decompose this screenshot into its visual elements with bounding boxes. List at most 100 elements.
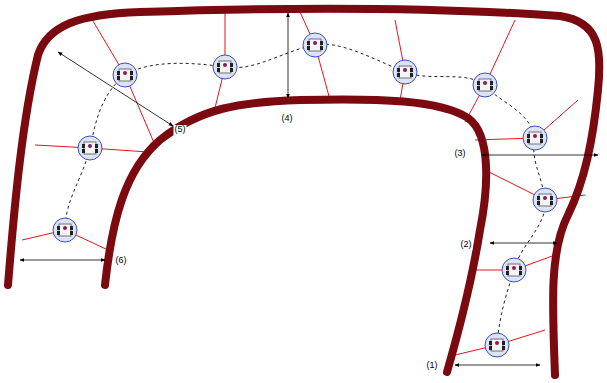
robot — [53, 218, 77, 242]
robot-wheel — [489, 346, 492, 350]
robot-wheel — [540, 134, 543, 138]
robot-wheel — [506, 271, 509, 275]
robot-wheel — [320, 41, 323, 45]
robot — [502, 258, 526, 282]
robot-body — [119, 69, 131, 81]
robot-path — [65, 44, 545, 345]
robot-wheel — [82, 149, 85, 153]
inner-wall — [105, 99, 486, 372]
robot-body — [539, 194, 551, 206]
robot-footprint — [78, 136, 102, 160]
robot-footprint — [473, 73, 497, 97]
width-arrow — [20, 260, 105, 261]
robot-sensor — [512, 266, 516, 270]
robot-wheel — [230, 63, 233, 67]
robot-footprint — [393, 60, 417, 84]
robot — [393, 60, 417, 84]
robot-body — [508, 264, 520, 276]
robot-wheel — [307, 41, 310, 45]
robot-sensor — [543, 196, 547, 200]
robot-wheel — [537, 196, 540, 200]
robot-wheel — [489, 341, 492, 345]
robot-wheel — [217, 63, 220, 67]
robot-body — [529, 132, 541, 144]
robot-wheel — [477, 81, 480, 85]
width-arrow — [455, 365, 540, 366]
robot-wheel — [95, 149, 98, 153]
callout-number: (1) — [426, 361, 439, 371]
robot-footprint — [523, 126, 547, 150]
robot-sensor — [223, 63, 227, 67]
robot-wheel — [320, 46, 323, 50]
robot-footprint — [113, 63, 137, 87]
robot-wheel — [117, 76, 120, 80]
robot-wheel — [490, 81, 493, 85]
robot-sensor — [63, 226, 67, 230]
callout-number: (3) — [454, 149, 467, 159]
outer-wall — [8, 9, 599, 375]
robot-wheel — [502, 346, 505, 350]
robot-wheel — [519, 266, 522, 270]
robot-footprint — [502, 258, 526, 282]
robot-body — [399, 66, 411, 78]
robot-wheel — [397, 73, 400, 77]
robot-wheel — [70, 226, 73, 230]
robot-wheel — [117, 71, 120, 75]
robot — [523, 126, 547, 150]
robot-body — [84, 142, 96, 154]
robot-sensor — [495, 341, 499, 345]
width-arrows — [20, 13, 598, 365]
robot-body — [479, 79, 491, 91]
robot — [113, 63, 137, 87]
width-arrow — [58, 52, 173, 126]
robot-body — [219, 61, 231, 73]
robot — [303, 33, 327, 57]
robot-sensor — [533, 134, 537, 138]
robot-footprint — [485, 333, 509, 357]
robot — [213, 55, 237, 79]
robot-wheel — [527, 139, 530, 143]
width-arrow — [288, 13, 289, 98]
robot-sensor — [313, 41, 317, 45]
robot-sensor — [88, 144, 92, 148]
robot-wheel — [477, 86, 480, 90]
robots — [53, 33, 557, 357]
robot-wheel — [550, 201, 553, 205]
robot-wheel — [410, 73, 413, 77]
robot-body — [309, 39, 321, 51]
robot-wheel — [82, 144, 85, 148]
robot — [78, 136, 102, 160]
robot-wheel — [550, 196, 553, 200]
robot-wheel — [230, 68, 233, 72]
robot-wheel — [490, 86, 493, 90]
width-arrow — [490, 243, 557, 244]
robot-wheel — [57, 231, 60, 235]
robot-wheel — [519, 271, 522, 275]
robot — [533, 188, 557, 212]
robot-wheel — [130, 76, 133, 80]
robot-footprint — [533, 188, 557, 212]
robot-wheel — [70, 231, 73, 235]
robot-sensor — [483, 81, 487, 85]
robot-wheel — [502, 341, 505, 345]
robot-wheel — [527, 134, 530, 138]
robot-footprint — [303, 33, 327, 57]
callout-number: (5) — [174, 125, 187, 135]
robot-wheel — [130, 71, 133, 75]
robot-wheel — [397, 68, 400, 72]
robot-footprint — [213, 55, 237, 79]
robot-wheel — [410, 68, 413, 72]
robot-wheel — [57, 226, 60, 230]
robot-wheel — [537, 201, 540, 205]
robot-sensor — [403, 68, 407, 72]
robot-wheel — [540, 139, 543, 143]
robot-body — [491, 339, 503, 351]
callout-number: (4) — [281, 114, 294, 124]
robot-body — [59, 224, 71, 236]
robot-wheel — [506, 266, 509, 270]
robot-sensor — [123, 71, 127, 75]
laser-beams — [22, 12, 585, 355]
width-arrow — [482, 155, 598, 156]
